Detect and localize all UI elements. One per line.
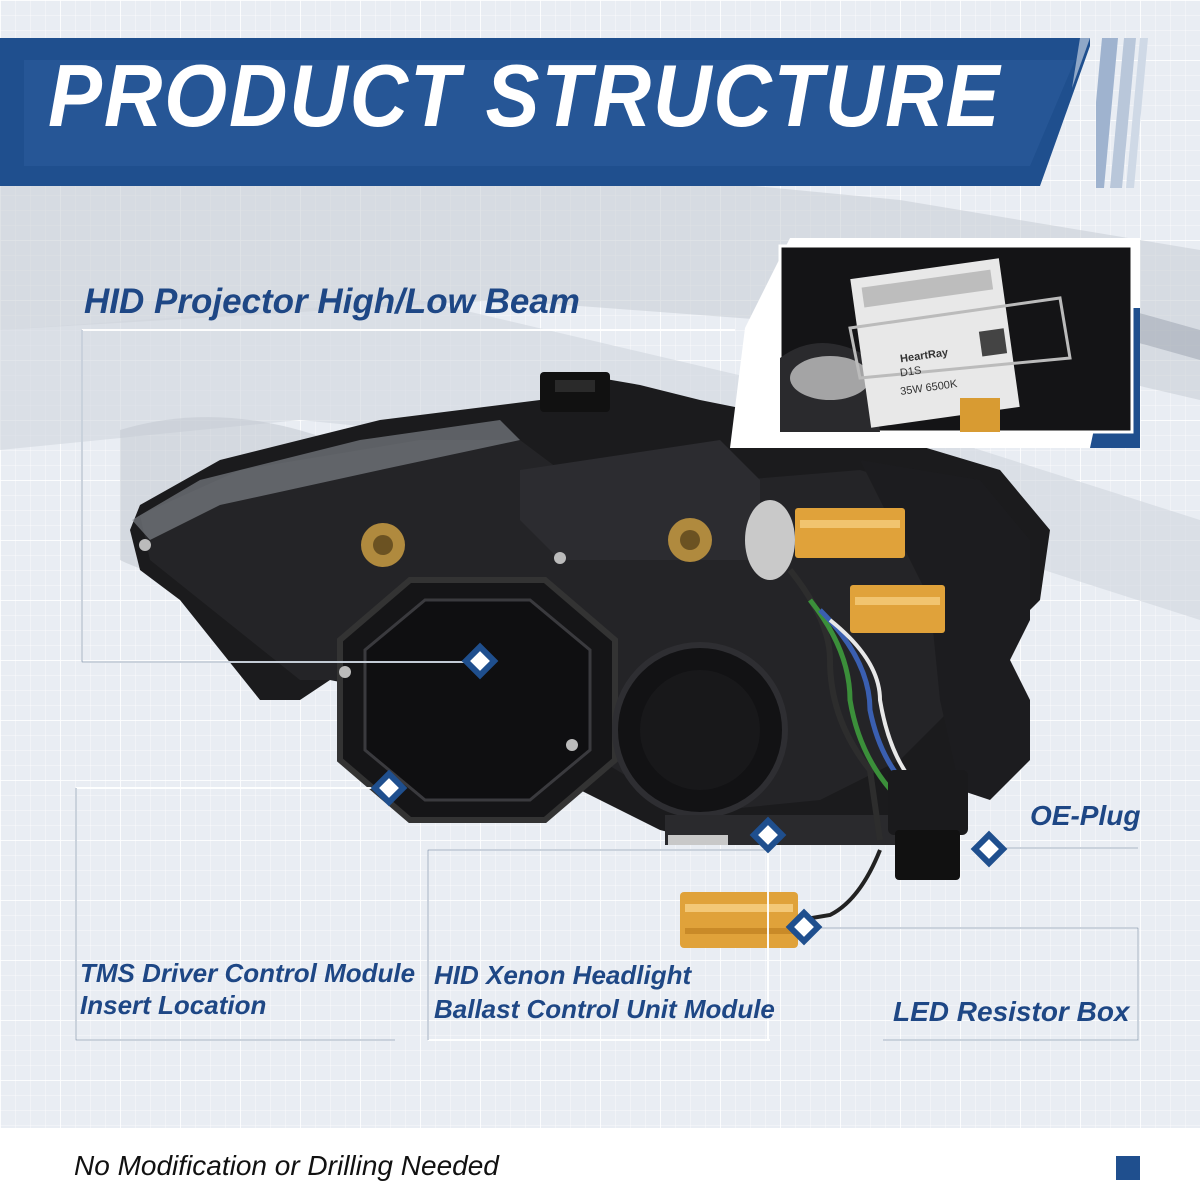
banner-stripes [1096, 38, 1148, 188]
header-banner [0, 38, 1090, 186]
callout-hid-projector: HID Projector High/Low Beam [84, 282, 580, 321]
callout-ballast-line2: Ballast Control Unit Module [434, 994, 775, 1024]
marker-tms-module [370, 769, 408, 807]
callout-tms-module-line2: Insert Location [80, 990, 267, 1020]
inset-bulb-photo [730, 238, 1140, 448]
callout-oe-plug: OE-Plug [1030, 800, 1141, 831]
callout-tms-module-line1: TMS Driver Control Module [80, 958, 416, 988]
footer-square-icon [1116, 1156, 1140, 1180]
callout-lines [75, 329, 1139, 1041]
marker-oe-plug [970, 830, 1008, 868]
marker-hid-projector [461, 642, 499, 680]
callout-led-resistor: LED Resistor Box [893, 996, 1130, 1027]
marker-led-resistor [785, 908, 823, 946]
product-structure-canvas: PRODUCT STRUCTURE [0, 0, 1200, 1128]
headlight-illustration [130, 372, 1050, 948]
footer-note: No Modification or Drilling Needed [74, 1150, 499, 1181]
callout-ballast-line1: HID Xenon Headlight [434, 960, 692, 990]
marker-ballast [749, 816, 787, 854]
page-title: PRODUCT STRUCTURE [48, 46, 1002, 145]
